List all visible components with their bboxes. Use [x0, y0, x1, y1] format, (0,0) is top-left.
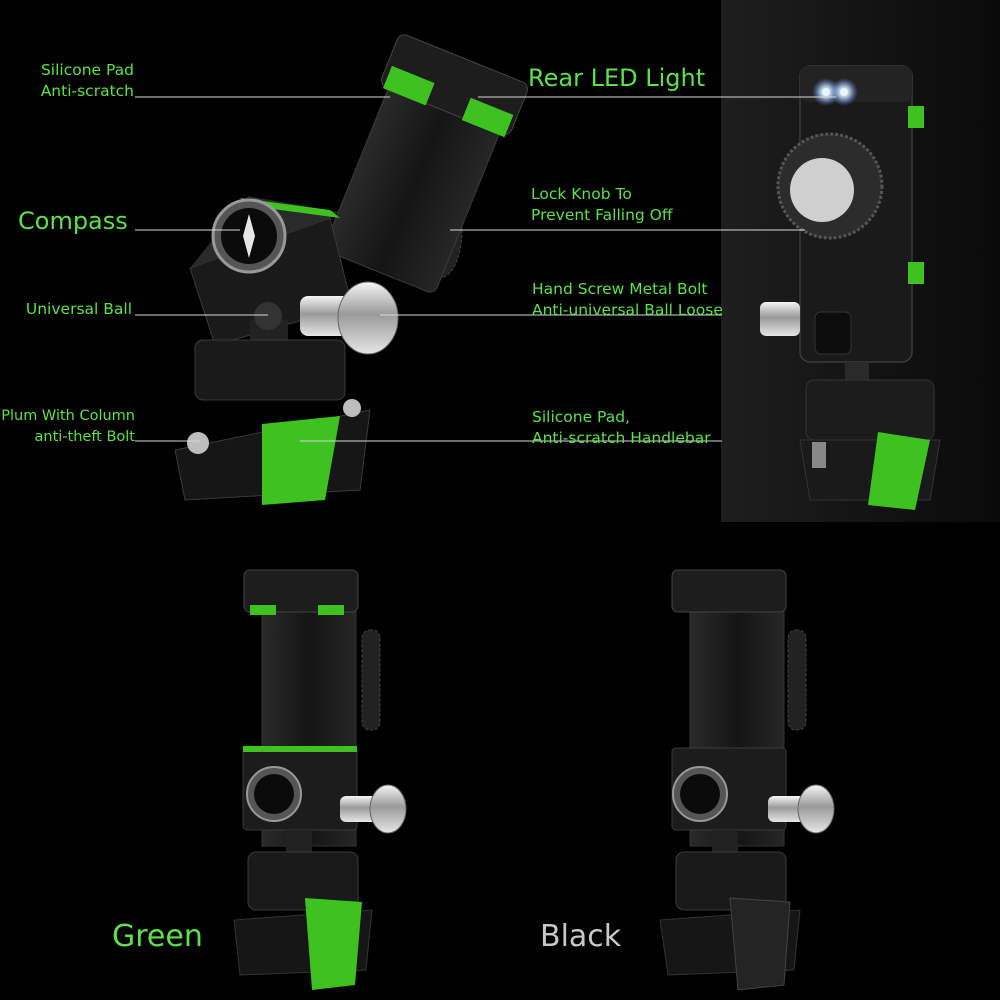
label-hand-screw: Hand Screw Metal Bolt Anti-universal Bal…	[532, 279, 723, 321]
label-rear-led-line1: Rear LED Light	[528, 64, 706, 92]
universal-ball-icon	[254, 302, 282, 330]
label-hand-screw-line1: Hand Screw Metal Bolt	[532, 280, 708, 298]
label-universal-ball-line1: Universal Ball	[25, 300, 132, 318]
label-lock-knob: Lock Knob To Prevent Falling Off	[531, 184, 673, 226]
leader-lines	[135, 96, 836, 442]
main-holder	[174, 34, 528, 505]
rear-handlebar-pad	[868, 432, 930, 510]
handlebar-silicone-pad	[262, 416, 340, 505]
green-variant-holder	[233, 569, 407, 990]
rear-side-pad-top	[908, 106, 924, 128]
rear-side-pad-bottom	[908, 262, 924, 284]
top-silicone-pad	[382, 65, 435, 106]
rear-bolt-icon	[760, 302, 800, 336]
label-plum-bolt-line1: Plum With Column	[1, 408, 135, 424]
rear-view-holder	[760, 65, 941, 510]
label-silicone-pad-line2: Anti-scratch	[40, 82, 134, 100]
label-plum-bolt: Plum With Column anti-theft Bolt	[0, 406, 135, 448]
top-silicone-pad-right	[461, 97, 514, 138]
label-plum-bolt-line2: anti-theft Bolt	[34, 429, 136, 445]
lock-knob-cap	[790, 158, 854, 222]
label-silicone-pad-line1: Silicone Pad	[40, 61, 134, 79]
label-lock-knob-line2: Prevent Falling Off	[531, 206, 673, 224]
label-compass: Compass	[18, 207, 128, 235]
black-variant-holder	[659, 569, 835, 991]
variant-label-green: Green	[112, 919, 203, 954]
label-universal-ball: Universal Ball	[4, 299, 132, 320]
label-silicone-pad: Silicone Pad Anti-scratch	[10, 60, 134, 102]
label-compass-line1: Compass	[18, 207, 128, 235]
label-silicone-handlebar: Silicone Pad, Anti-scratch Handlebar	[532, 407, 711, 449]
label-rear-led: Rear LED Light	[528, 64, 705, 92]
anti-theft-bolt-icon	[187, 432, 209, 454]
label-lock-knob-line1: Lock Knob To	[531, 185, 632, 203]
label-hand-screw-line2: Anti-universal Ball Loose	[532, 301, 723, 319]
label-silicone-handlebar-line1: Silicone Pad,	[532, 408, 630, 426]
variant-label-black: Black	[540, 919, 622, 954]
label-silicone-handlebar-line2: Anti-scratch Handlebar	[532, 429, 711, 447]
